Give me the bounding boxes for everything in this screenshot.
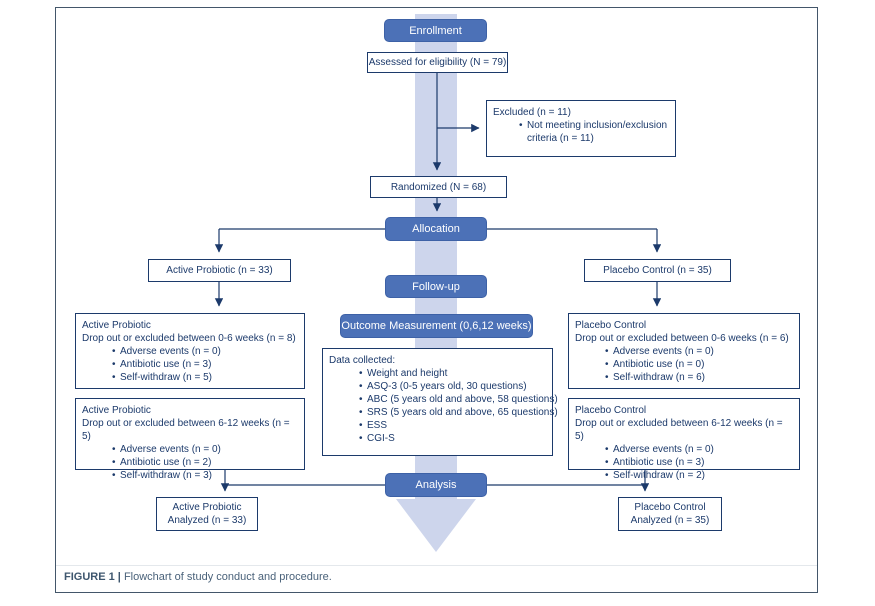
analysis-stage: Analysis (385, 473, 487, 497)
excluded-bullet: Not meeting inclusion/exclusion criteria… (493, 119, 669, 145)
box-line1: Placebo Control (634, 502, 706, 513)
box-line1: Active Probiotic (172, 502, 242, 513)
randomized-box: Randomized (N = 68) (370, 176, 507, 198)
placebo-dropout-6-12-box: Placebo Control Drop out or excluded bet… (568, 398, 800, 482)
box-line2: Analyzed (n = 33) (167, 515, 247, 526)
box-title: Placebo Control (575, 320, 647, 331)
placebo-dropout-0-6-box: Placebo Control Drop out or excluded bet… (568, 313, 800, 389)
box-title: Active Probiotic (82, 405, 151, 416)
box-bullet: Self-withdraw (n = 5) (82, 371, 298, 384)
box-bullet: Adverse events (n = 0) (82, 443, 298, 456)
box-bullet: ESS (329, 419, 546, 432)
caption-separator: | (117, 571, 121, 583)
caption-text: Flowchart of study conduct and procedure… (123, 571, 332, 583)
outcome-measurement-stage: Outcome Measurement (0,6,12 weeks) (340, 314, 533, 338)
box-bullet: Weight and height (329, 367, 546, 380)
active-dropout-0-6-box: Active Probiotic Drop out or excluded be… (75, 313, 305, 389)
excluded-box: Excluded (n = 11) Not meeting inclusion/… (486, 100, 676, 157)
placebo-arm-box: Placebo Control (n = 35) (584, 259, 731, 282)
active-analyzed-box: Active Probiotic Analyzed (n = 33) (156, 497, 258, 531)
box-bullet: ASQ-3 (0-5 years old, 30 questions) (329, 380, 546, 393)
allocation-stage: Allocation (385, 217, 487, 241)
box-bullet: Self-withdraw (n = 3) (82, 469, 298, 482)
box-bullet: Self-withdraw (n = 6) (575, 371, 793, 384)
box-title: Placebo Control (575, 405, 647, 416)
box-bullet: ABC (5 years old and above, 58 questions… (329, 393, 558, 406)
box-subtitle: Drop out or excluded between 0-6 weeks (… (82, 333, 296, 344)
data-collected-box: Data collected: Weight and height ASQ-3 … (322, 348, 558, 456)
active-arm-box: Active Probiotic (n = 33) (148, 259, 291, 282)
box-bullet: Adverse events (n = 0) (82, 345, 298, 358)
box-bullet: CGI-S (329, 432, 546, 445)
caption-label: FIGURE 1 (64, 571, 115, 583)
box-bullet: Antibiotic use (n = 2) (82, 456, 298, 469)
box-line2: Analyzed (n = 35) (630, 515, 710, 526)
figure-caption: FIGURE 1 | Flowchart of study conduct an… (64, 571, 332, 583)
caption-divider (56, 565, 817, 566)
assessed-box: Assessed for eligibility (N = 79) (367, 52, 508, 73)
box-title: Data collected: (329, 355, 396, 366)
box-subtitle: Drop out or excluded between 6-12 weeks … (82, 418, 290, 442)
box-bullet: Antibiotic use (n = 3) (575, 456, 793, 469)
follow-up-stage: Follow-up (385, 275, 487, 298)
placebo-analyzed-box: Placebo Control Analyzed (n = 35) (618, 497, 722, 531)
active-dropout-6-12-box: Active Probiotic Drop out or excluded be… (75, 398, 305, 482)
box-bullet: Adverse events (n = 0) (575, 443, 793, 456)
box-bullet: SRS (5 years old and above, 65 questions… (329, 406, 558, 419)
box-title: Active Probiotic (82, 320, 151, 331)
center-flow-arrowhead-icon (396, 499, 476, 552)
box-subtitle: Drop out or excluded between 0-6 weeks (… (575, 333, 789, 344)
box-bullet: Adverse events (n = 0) (575, 345, 793, 358)
box-bullet: Antibiotic use (n = 3) (82, 358, 298, 371)
box-bullet: Antibiotic use (n = 0) (575, 358, 793, 371)
excluded-title: Excluded (n = 11) (493, 107, 571, 118)
box-subtitle: Drop out or excluded between 6-12 weeks … (575, 418, 783, 442)
enrollment-stage: Enrollment (384, 19, 487, 42)
box-bullet: Self-withdraw (n = 2) (575, 469, 793, 482)
